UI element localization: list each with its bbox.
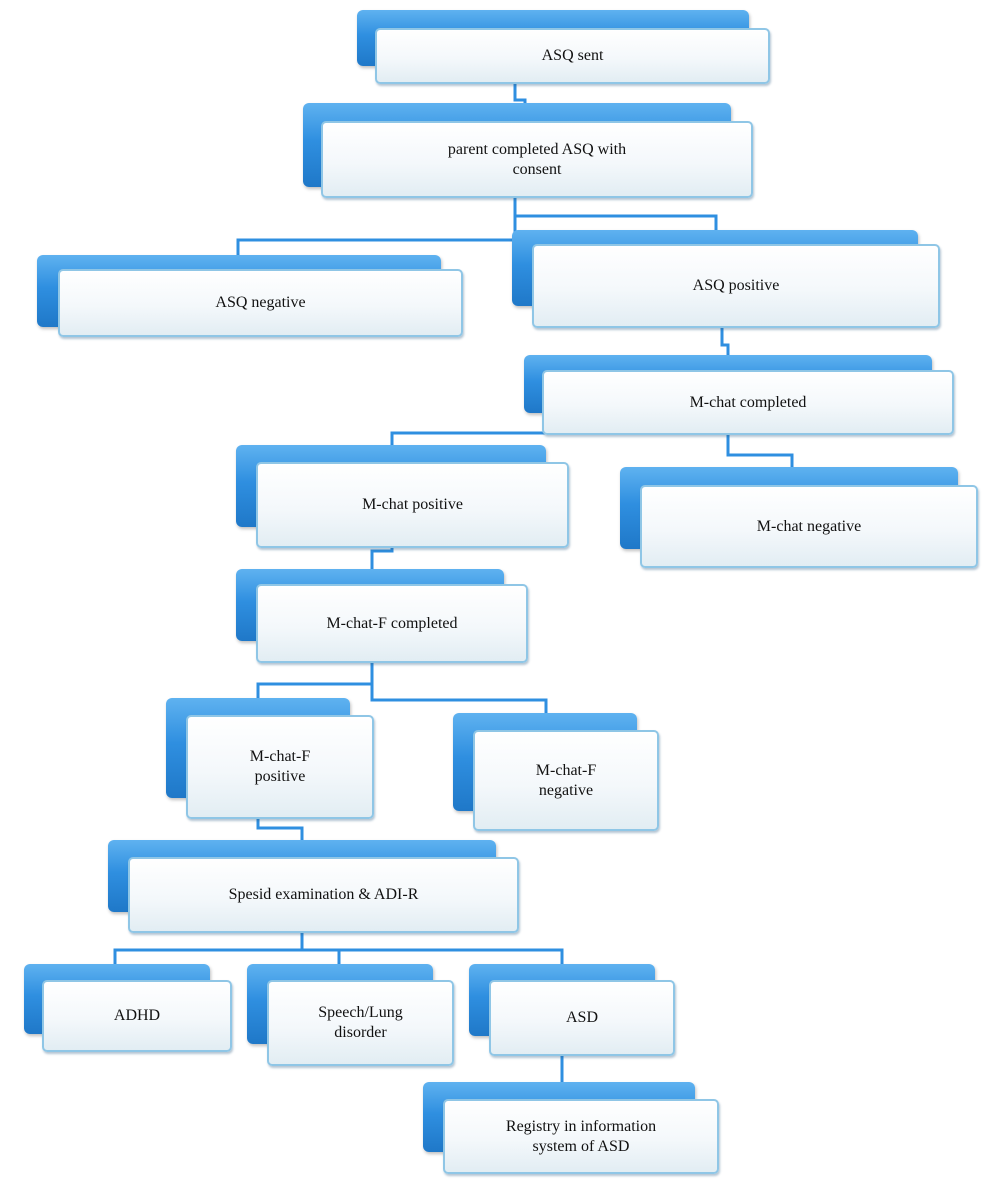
- node-registry-label: Registry in information system of ASD: [505, 1117, 657, 1155]
- node-mchat-completed-label: M-chat completed: [689, 393, 807, 411]
- connector-mchatf-to-positive: [256, 661, 374, 703]
- node-parent-completed: parent completed ASQ with consent: [303, 103, 753, 198]
- node-asd: ASD: [469, 964, 675, 1056]
- node-mchatf-positive-label: M-chat-F positive: [249, 748, 311, 785]
- connector-positive-to-spesid: [256, 816, 304, 844]
- node-asq-sent-label: ASQ sent: [541, 47, 604, 64]
- node-mchatf-positive: M-chat-F positive: [166, 698, 374, 819]
- node-asd-label: ASD: [565, 1009, 598, 1026]
- node-mchat-positive-label: M-chat positive: [362, 496, 463, 513]
- node-spesid-exam-label: Spesid examination & ADI-R: [228, 886, 419, 903]
- connector-parent-to-asq-negative: [236, 195, 517, 256]
- node-spesid-exam: Spesid examination & ADI-R: [108, 840, 519, 933]
- node-asq-negative-label: ASQ negative: [215, 294, 306, 311]
- node-asq-sent: ASQ sent: [357, 10, 770, 84]
- node-parent-completed-label: parent completed ASQ with consent: [447, 140, 627, 178]
- connector-spesid-to-adhd: [113, 930, 304, 968]
- node-speech-lung: Speech/Lung disorder: [247, 964, 454, 1066]
- node-mchatf-completed-label: M-chat-F completed: [326, 614, 458, 632]
- node-adhd-label: ADHD: [113, 1007, 161, 1024]
- connector-parent-to-asq-positive: [513, 195, 718, 234]
- node-mchatf-negative-label: M-chat-F negative: [535, 761, 597, 799]
- node-mchat-negative: M-chat negative: [620, 467, 978, 568]
- connector-mchat-positive-to-mchatf: [370, 545, 394, 574]
- connector-asq-positive-to-mchat: [720, 325, 730, 360]
- node-mchat-positive: M-chat positive: [236, 445, 569, 548]
- connector-mchatf-to-negative: [370, 661, 548, 716]
- node-mchat-completed: M-chat completed: [524, 355, 954, 435]
- node-speech-lung-label: Speech/Lung disorder: [318, 1004, 403, 1041]
- node-asq-positive: ASQ positive: [512, 230, 940, 328]
- node-mchatf-completed: M-chat-F completed: [236, 569, 528, 663]
- connector-mchat-to-mchat-negative: [726, 432, 794, 472]
- node-registry: Registry in information system of ASD: [423, 1082, 719, 1174]
- node-mchat-negative-label: M-chat negative: [756, 517, 862, 535]
- node-mchatf-negative: M-chat-F negative: [453, 713, 659, 831]
- connector-spesid-to-asd: [300, 930, 564, 968]
- node-adhd: ADHD: [24, 964, 232, 1052]
- node-asq-negative: ASQ negative: [37, 255, 463, 337]
- node-asq-positive-label: ASQ positive: [692, 277, 780, 294]
